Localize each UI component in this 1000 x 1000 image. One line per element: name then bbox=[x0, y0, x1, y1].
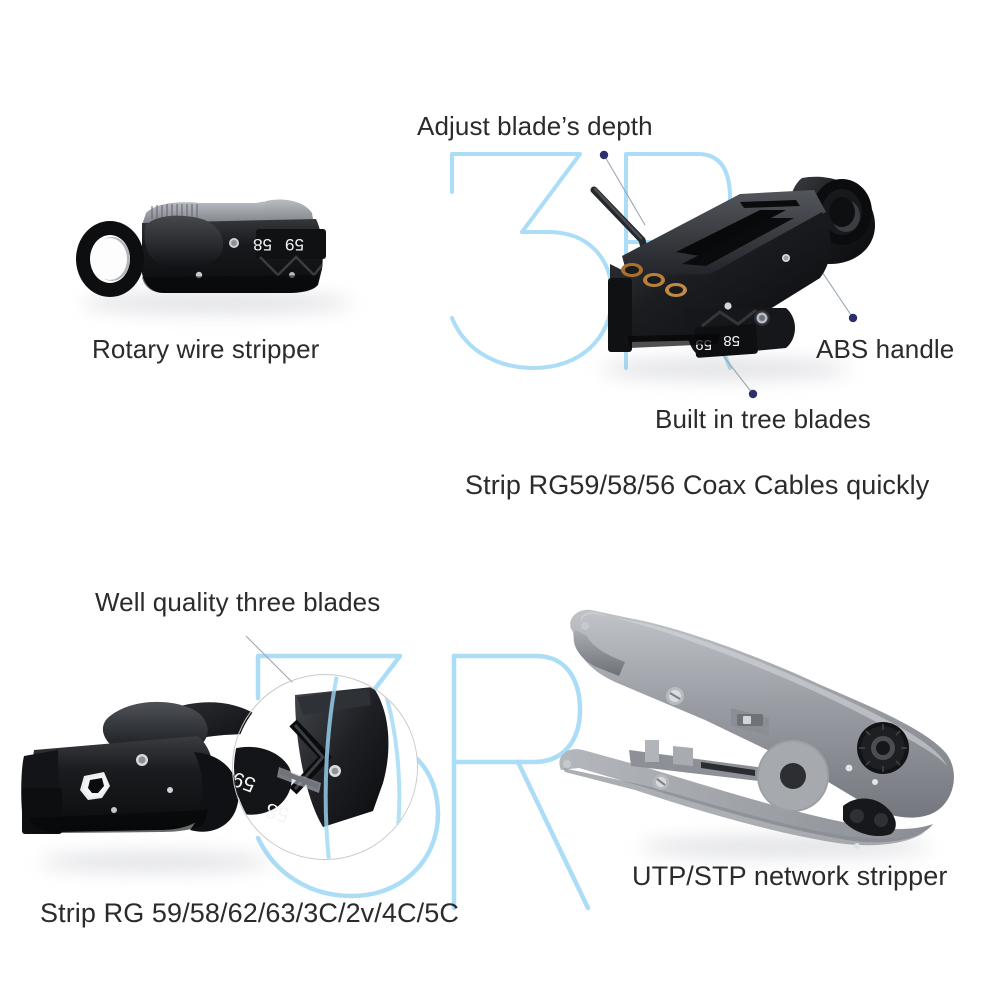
label-adjust-blade-depth: Adjust blade’s depth bbox=[417, 111, 653, 141]
label-strip-rg-list: Strip RG 59/58/62/63/3C/2v/4C/5C bbox=[40, 898, 459, 928]
label-strip-coax-cables: Strip RG59/58/56 Coax Cables quickly bbox=[465, 470, 930, 500]
label-built-in-tree-blades: Built in tree blades bbox=[655, 404, 871, 434]
product-large-rotary-stripper: 59 58 bbox=[590, 160, 890, 375]
label-rotary-wire-stripper: Rotary wire stripper bbox=[92, 334, 320, 364]
label-abs-handle: ABS handle bbox=[816, 334, 955, 364]
svg-text:58: 58 bbox=[723, 332, 740, 349]
label-well-quality-three-blades: Well quality three blades bbox=[95, 587, 381, 617]
product-small-rotary-stripper: 58 59 bbox=[60, 185, 360, 310]
blade-inset-ring: 59 58 bbox=[232, 674, 418, 860]
product-black-open-stripper bbox=[18, 680, 308, 865]
label-utp-stp-network-stripper: UTP/STP network stripper bbox=[632, 861, 948, 891]
product-utp-stp-stripper bbox=[555, 600, 965, 850]
svg-text:58: 58 bbox=[253, 235, 272, 254]
svg-text:59: 59 bbox=[285, 235, 304, 254]
